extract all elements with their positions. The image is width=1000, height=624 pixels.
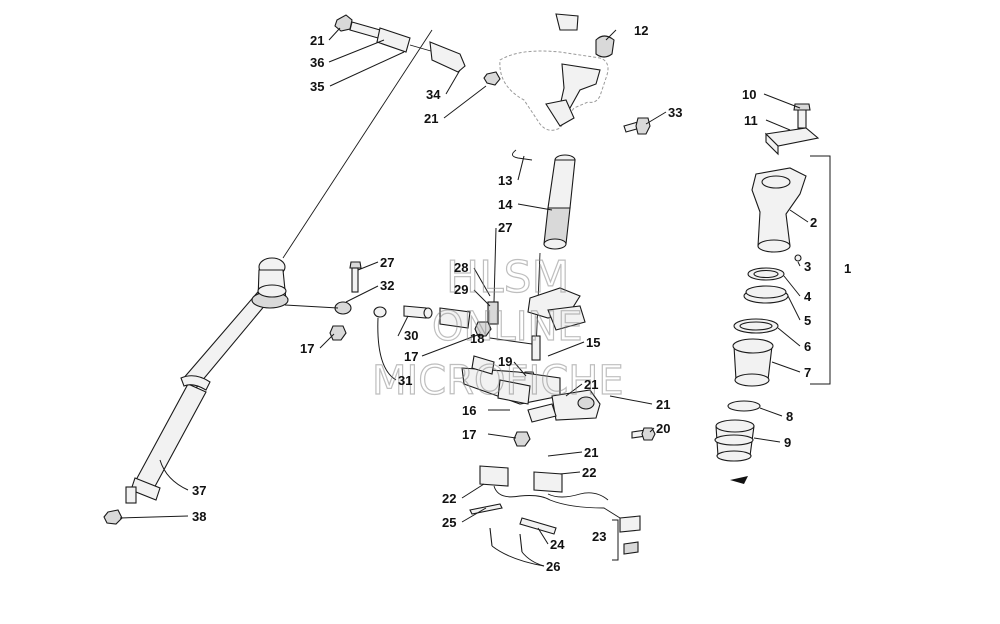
callout-22: 22	[582, 465, 596, 480]
leader-lines	[119, 27, 809, 567]
clamp-bracket-28	[487, 287, 586, 331]
callout-17: 17	[404, 349, 418, 364]
clip-24	[519, 517, 557, 535]
callout-18: 18	[470, 331, 484, 346]
bolt-33	[623, 117, 651, 135]
sensor-22	[479, 465, 621, 519]
callout-4: 4	[804, 289, 812, 304]
callout-1: 1	[844, 261, 851, 276]
clip-25	[469, 503, 503, 515]
callout-12: 12	[634, 23, 648, 38]
callout-21: 21	[584, 445, 598, 460]
watermark: HLSM ONLINE MICROFICHE	[371, 251, 624, 404]
steering-shaft-37	[125, 29, 433, 504]
callout-21: 21	[424, 111, 438, 126]
pin-18	[531, 335, 541, 361]
washer-32	[284, 301, 352, 315]
bolt-38	[103, 509, 123, 525]
cap-12	[555, 13, 615, 58]
callout-2: 2	[810, 215, 817, 230]
callout-9: 9	[784, 435, 791, 450]
callout-27: 27	[380, 255, 394, 270]
callout-6: 6	[804, 339, 811, 354]
callout-25: 25	[442, 515, 456, 530]
callout-30: 30	[404, 328, 418, 343]
callout-5: 5	[804, 313, 811, 328]
nut-17	[329, 321, 531, 447]
callout-24: 24	[550, 537, 565, 552]
callout-3: 3	[804, 259, 811, 274]
callout-17: 17	[462, 427, 476, 442]
callout-27: 27	[498, 220, 512, 235]
callout-10: 10	[742, 87, 756, 102]
callout-11: 11	[744, 113, 758, 128]
callout-15: 15	[586, 335, 600, 350]
callout-23: 23	[592, 529, 606, 544]
callout-21: 21	[584, 377, 598, 392]
callout-31: 31	[398, 373, 412, 388]
callout-38: 38	[192, 509, 206, 524]
callout-labels: 12 21 36 35 34 21 33 13 14 27 28 29 27 3…	[192, 23, 851, 574]
callout-21: 21	[310, 33, 324, 48]
callout-28: 28	[454, 260, 468, 275]
column-assembly-1	[714, 103, 831, 484]
callout-34: 34	[426, 87, 441, 102]
callout-7: 7	[804, 365, 811, 380]
callout-8: 8	[786, 409, 793, 424]
callout-35: 35	[310, 79, 324, 94]
watermark-line-3: MICROFICHE	[372, 358, 624, 404]
connector-23	[612, 515, 641, 561]
callout-20: 20	[656, 421, 670, 436]
callout-17: 17	[300, 341, 314, 356]
callout-22: 22	[442, 491, 456, 506]
callout-33: 33	[668, 105, 682, 120]
callout-16: 16	[462, 403, 476, 418]
watermark-line-2: ONLINE	[432, 304, 583, 350]
callout-13: 13	[498, 173, 512, 188]
callout-14: 14	[498, 197, 513, 212]
tie-rod-end-35	[429, 41, 466, 73]
clip-13	[512, 149, 533, 161]
callout-21: 21	[656, 397, 670, 412]
bushing-30-31	[373, 305, 471, 329]
callout-29: 29	[454, 282, 468, 297]
callout-37: 37	[192, 483, 206, 498]
bolt-20	[631, 427, 656, 441]
splined-shaft-14	[535, 154, 576, 351]
callout-36: 36	[310, 55, 324, 70]
screw-26	[489, 527, 523, 553]
lower-bracket-15	[461, 355, 601, 423]
watermark-line-1: HLSM	[446, 252, 570, 303]
callout-19: 19	[498, 354, 512, 369]
callout-32: 32	[380, 278, 394, 293]
callout-26: 26	[546, 559, 560, 574]
bolt-27	[349, 261, 362, 293]
upper-bracket-ghost	[483, 50, 609, 131]
